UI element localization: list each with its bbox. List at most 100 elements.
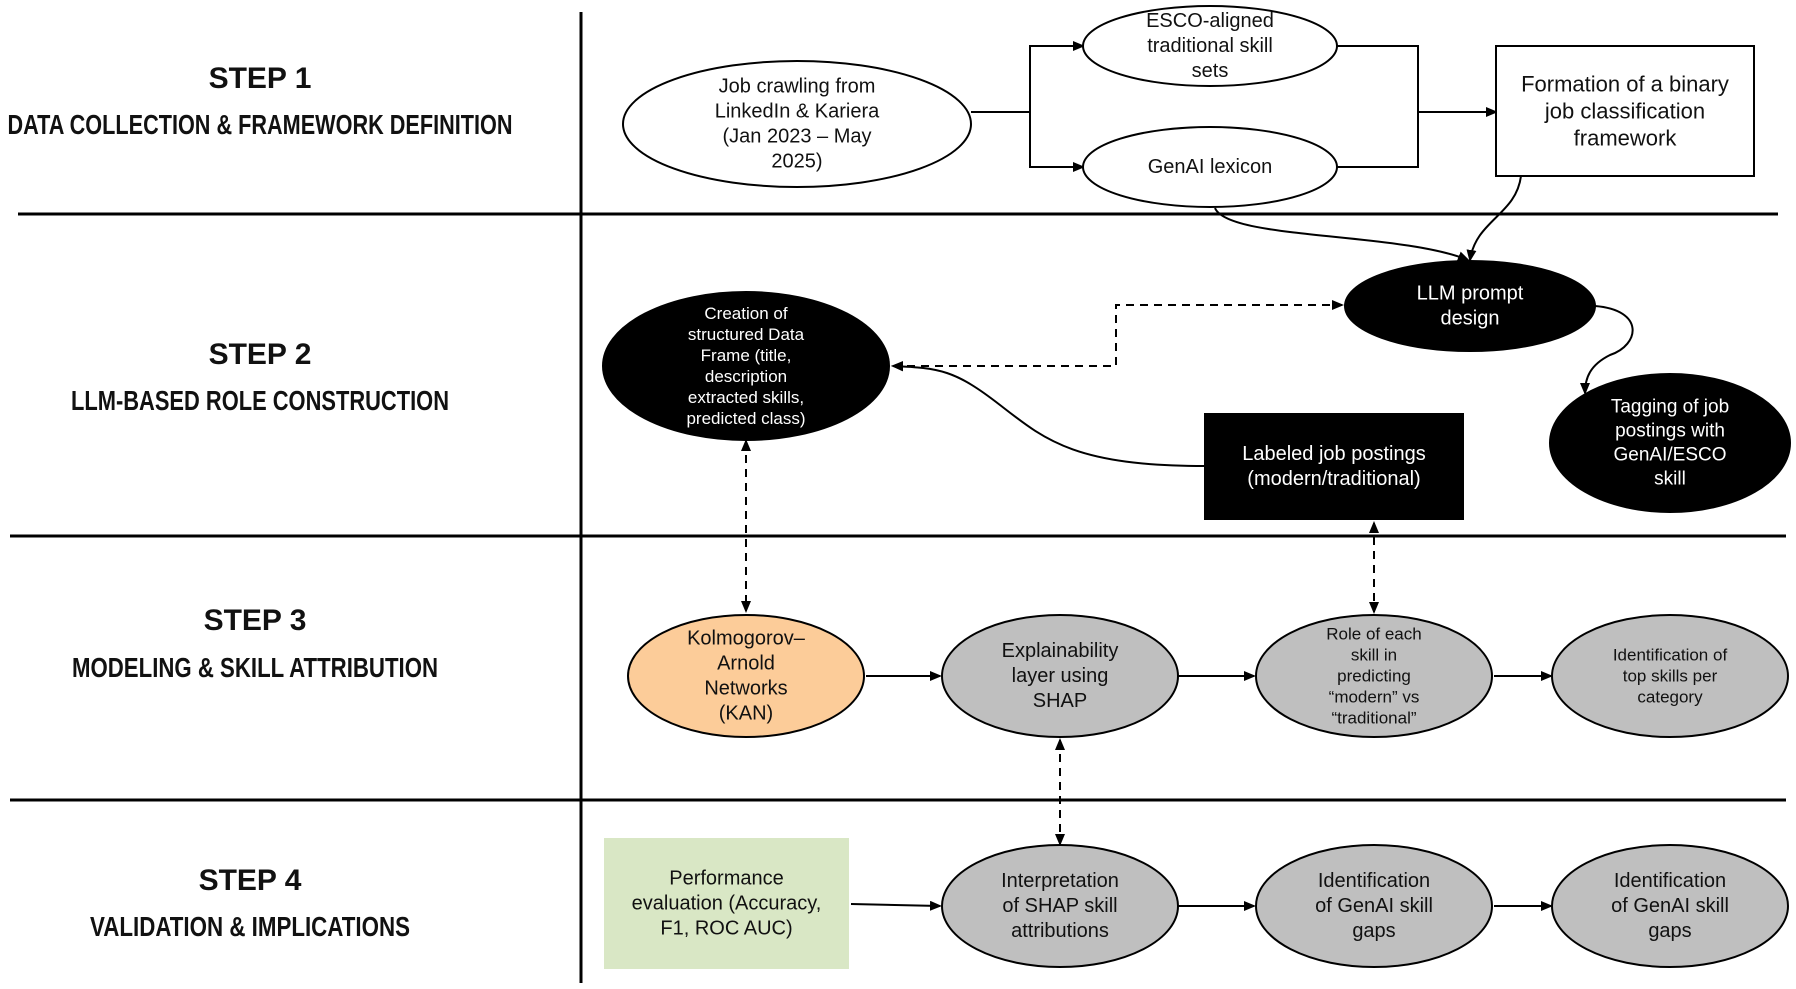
- step-2-title: LLM-BASED ROLE CONSTRUCTION: [71, 385, 449, 416]
- node-tagging-text-line: GenAI/ESCO: [1614, 445, 1727, 466]
- step-1-title: DATA COLLECTION & FRAMEWORK DEFINITION: [8, 109, 513, 140]
- node-performance: Performance evaluation (Accuracy, F1, ROC …: [604, 838, 849, 969]
- node-labeled-postings: Labeled job postings (modern/traditional): [1204, 413, 1464, 520]
- node-shap-layer-text-line: Explainability: [1002, 640, 1119, 662]
- node-job-crawling-text-line: 2025): [771, 151, 822, 173]
- node-llm-prompt-text-line: design: [1441, 308, 1500, 330]
- node-structured-df-text-line: Creation of: [704, 304, 787, 323]
- node-top-skills-shape: [1551, 614, 1789, 738]
- node-structured-df-text-line: structured Data: [688, 325, 805, 344]
- node-tagging-text-line: postings with: [1615, 421, 1725, 442]
- node-shap-layer-text-line: SHAP: [1033, 690, 1087, 712]
- node-job-crawling-text-line: (Jan 2023 – May: [723, 126, 872, 148]
- node-shap-layer-text-line: layer using: [1012, 665, 1109, 687]
- node-role-skill-text-line: skill in: [1351, 646, 1397, 665]
- node-gaps-2: Identification of GenAI skill gaps: [1551, 844, 1789, 968]
- node-gaps-2-text-line: of GenAI skill: [1611, 895, 1729, 917]
- edge-performance-interpretation: [850, 900, 942, 911]
- node-binary-framework-shape: [1495, 45, 1755, 177]
- node-role-skill-shape: [1255, 614, 1493, 738]
- node-gaps-2-text-line: Identification: [1614, 870, 1726, 892]
- node-labeled-postings-text-line: Labeled job postings: [1242, 443, 1425, 465]
- node-structured-df-text-line: description: [705, 367, 787, 386]
- node-job-crawling-shape: [622, 60, 972, 188]
- step-4-title: VALIDATION & IMPLICATIONS: [90, 911, 410, 942]
- node-binary-framework-text-line: framework: [1574, 126, 1678, 151]
- node-role-skill-text-line: “modern” vs: [1329, 688, 1420, 707]
- node-llm-prompt-text-line: LLM prompt: [1417, 283, 1524, 305]
- edge-esco-merge: [1337, 45, 1419, 168]
- node-gaps-1-text-line: of GenAI skill: [1315, 895, 1433, 917]
- node-genai-lexicon-shape: [1082, 126, 1338, 208]
- node-role-skill-text-line: “traditional”: [1331, 709, 1416, 728]
- node-llm-prompt-shape: [1344, 260, 1596, 352]
- node-tagging-text-line: Tagging of job: [1611, 397, 1729, 418]
- node-job-crawling-text-line: Job crawling from: [719, 76, 876, 98]
- node-interpretation-text-line: Interpretation: [1001, 870, 1119, 892]
- node-gaps-1-shape: [1255, 844, 1493, 968]
- node-top-skills: Identification of top skills per category: [1551, 614, 1789, 738]
- node-gaps-2-text-line: gaps: [1648, 920, 1691, 942]
- node-gaps-1: Identification of GenAI skill gaps: [1255, 844, 1493, 968]
- connectors: [741, 41, 1634, 911]
- node-interpretation-text-line: of SHAP skill: [1002, 895, 1117, 917]
- node-role-skill: Role of each skill in predicting “modern” v…: [1255, 614, 1493, 738]
- edge-split-esco: [1029, 41, 1085, 112]
- node-structured-df-text-line: extracted skills,: [688, 388, 804, 407]
- node-kan-shape: [627, 614, 865, 738]
- node-esco-skills-text-line: ESCO-aligned: [1146, 10, 1274, 32]
- step-1-label: STEP 1: [209, 62, 312, 95]
- node-top-skills-text-line: top skills per: [1623, 667, 1718, 686]
- step-4-heading: STEP 4 VALIDATION & IMPLICATIONS: [90, 864, 410, 942]
- node-interpretation-shape: [941, 844, 1179, 968]
- edge-labeled-dataframe: [891, 361, 1206, 467]
- node-performance-text-line: F1, ROC AUC): [660, 918, 792, 940]
- step-3-heading: STEP 3 MODELING & SKILL ATTRIBUTION: [72, 604, 438, 683]
- node-gaps-1-text-line: Identification: [1318, 870, 1430, 892]
- step-3-label: STEP 3: [204, 604, 307, 637]
- node-esco-skills-shape: [1082, 5, 1338, 87]
- edge-split-genai: [1029, 112, 1085, 172]
- node-interpretation: Interpretation of SHAP skill attributions: [941, 844, 1179, 968]
- node-shap-layer-shape: [941, 614, 1179, 738]
- step-1-heading: STEP 1 DATA COLLECTION & FRAMEWORK DEFIN…: [8, 62, 513, 140]
- edge-framework-llm: [1466, 175, 1522, 262]
- node-top-skills-text-line: Identification of: [1613, 646, 1728, 665]
- edge-dataframe-llm-dashed: [891, 300, 1344, 371]
- node-kan-text-line: Networks: [704, 678, 787, 700]
- node-structured-df-shape: [602, 291, 890, 441]
- node-structured-df-text-line: Frame (title,: [701, 346, 792, 365]
- node-kan-text-line: (KAN): [719, 703, 773, 725]
- node-performance-text-line: evaluation (Accuracy,: [632, 893, 822, 915]
- edge-genai-llm: [1214, 207, 1470, 261]
- node-genai-lexicon: GenAI lexicon: [1082, 126, 1338, 208]
- node-role-skill-text-line: Role of each: [1326, 625, 1421, 644]
- node-top-skills-text-line: category: [1637, 688, 1703, 707]
- step-4-label: STEP 4: [199, 864, 302, 897]
- node-tagging-text-line: skill: [1654, 469, 1686, 490]
- step-2-heading: STEP 2 LLM-BASED ROLE CONSTRUCTION: [71, 338, 449, 416]
- step-2-label: STEP 2: [209, 338, 312, 371]
- node-performance-shape: [604, 838, 849, 969]
- node-esco-skills-text-line: traditional skill: [1147, 35, 1273, 57]
- step-3-title: MODELING & SKILL ATTRIBUTION: [72, 652, 438, 683]
- node-role-skill-text-line: predicting: [1337, 667, 1411, 686]
- node-kan-text-line: Arnold: [717, 653, 775, 675]
- node-genai-lexicon-text-line: GenAI lexicon: [1148, 156, 1273, 178]
- node-interpretation-text-line: attributions: [1011, 920, 1109, 942]
- node-llm-prompt: LLM prompt design: [1344, 260, 1596, 352]
- node-labeled-postings-text-line: (modern/traditional): [1247, 468, 1420, 490]
- node-performance-text-line: Performance: [669, 868, 784, 890]
- node-tagging-shape: [1549, 373, 1791, 513]
- edge-llm-tagging: [1580, 305, 1634, 395]
- node-labeled-postings-shape: [1204, 413, 1464, 520]
- node-binary-framework-text-line: job classification: [1544, 99, 1705, 124]
- node-gaps-2-shape: [1551, 844, 1789, 968]
- node-gaps-1-text-line: gaps: [1352, 920, 1395, 942]
